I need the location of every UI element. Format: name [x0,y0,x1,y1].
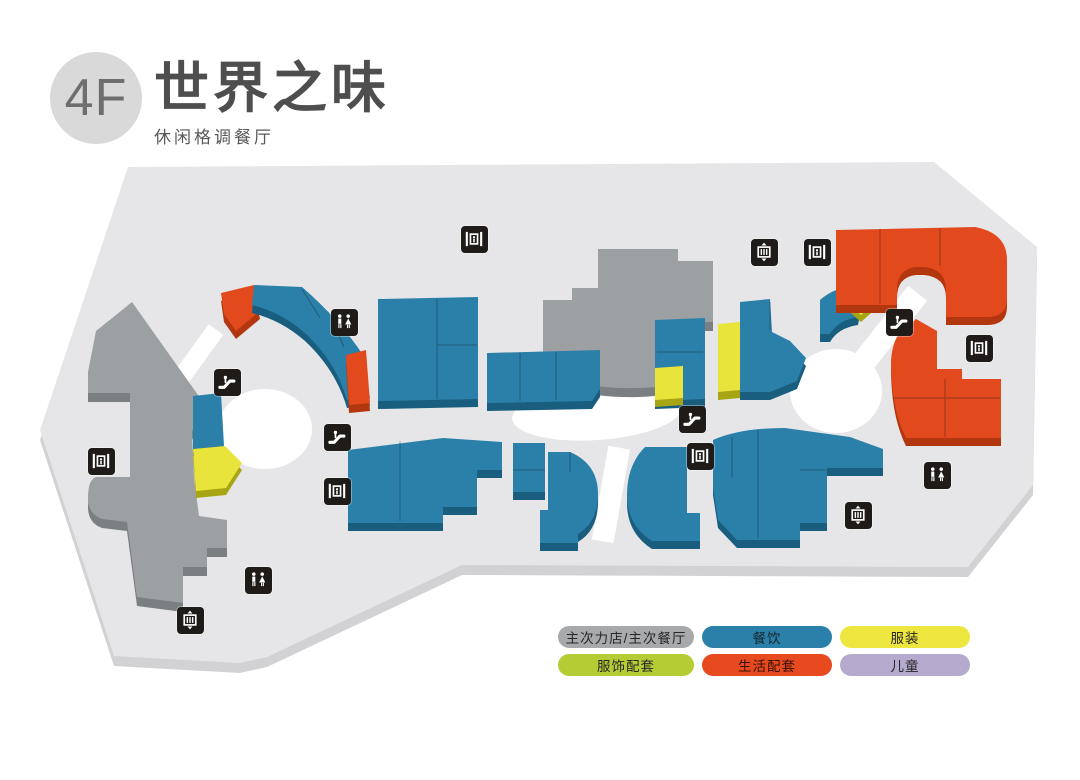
store-life [346,350,370,405]
stores [193,227,1007,551]
corridor-south-gap [591,445,630,544]
legend-item-life-support: 生活配套 [702,654,832,676]
store-life [891,319,1001,438]
elevator-icon [460,225,488,253]
escalator-icon [213,368,241,396]
escalator-icon [885,308,913,336]
store-dining [540,452,598,543]
anchor-store-west [88,302,227,603]
store-dining [348,438,502,523]
elevator-icon [323,477,351,505]
store-dining [252,285,370,400]
escalator-icon [323,423,351,451]
page-title: 世界之味 [154,57,391,119]
legend-item-anchor: 主次力店/主次餐厅 [558,626,694,648]
store-apparel [193,446,242,491]
floor-badge: 4F [50,52,142,144]
legend-item-apparel: 服装 [840,626,970,648]
escalator-icon [678,405,706,433]
store-life [221,285,260,331]
store-life [836,227,1007,317]
legend-item-apparel-accessory: 服饰配套 [558,654,694,676]
restroom-icon [923,461,951,489]
store-dining [487,350,600,403]
store-apparel [655,366,683,400]
restroom-icon [244,566,272,594]
freight-elevator-icon [750,238,778,266]
elevator-icon [87,447,115,475]
freight-elevator-icon [176,606,204,634]
atrium-east [790,349,882,433]
legend-item-kids: 儿童 [840,654,970,676]
page-subtitle: 休闲格调餐厅 [154,127,274,147]
anchor-stores [88,249,713,612]
elevator-icon [803,238,831,266]
store-dining [513,443,545,492]
store-dining [740,299,806,392]
store-dining [193,393,224,449]
map-legend: 主次力店/主次餐厅餐饮服装服饰配套生活配套儿童 [558,626,974,676]
store-apparel [718,322,740,392]
store-dining [713,428,883,540]
freight-elevator-icon [844,501,872,529]
elevator-icon [686,442,714,470]
atrium-west [218,389,312,469]
elevator-icon [965,334,993,362]
page-header: 4F 世界之味 休闲格调餐厅 [0,0,1080,160]
store-dining [627,447,700,541]
legend-item-dining: 餐饮 [702,626,832,648]
store-dining [378,297,478,401]
restroom-icon [330,308,358,336]
corridor-west-link [174,324,224,382]
